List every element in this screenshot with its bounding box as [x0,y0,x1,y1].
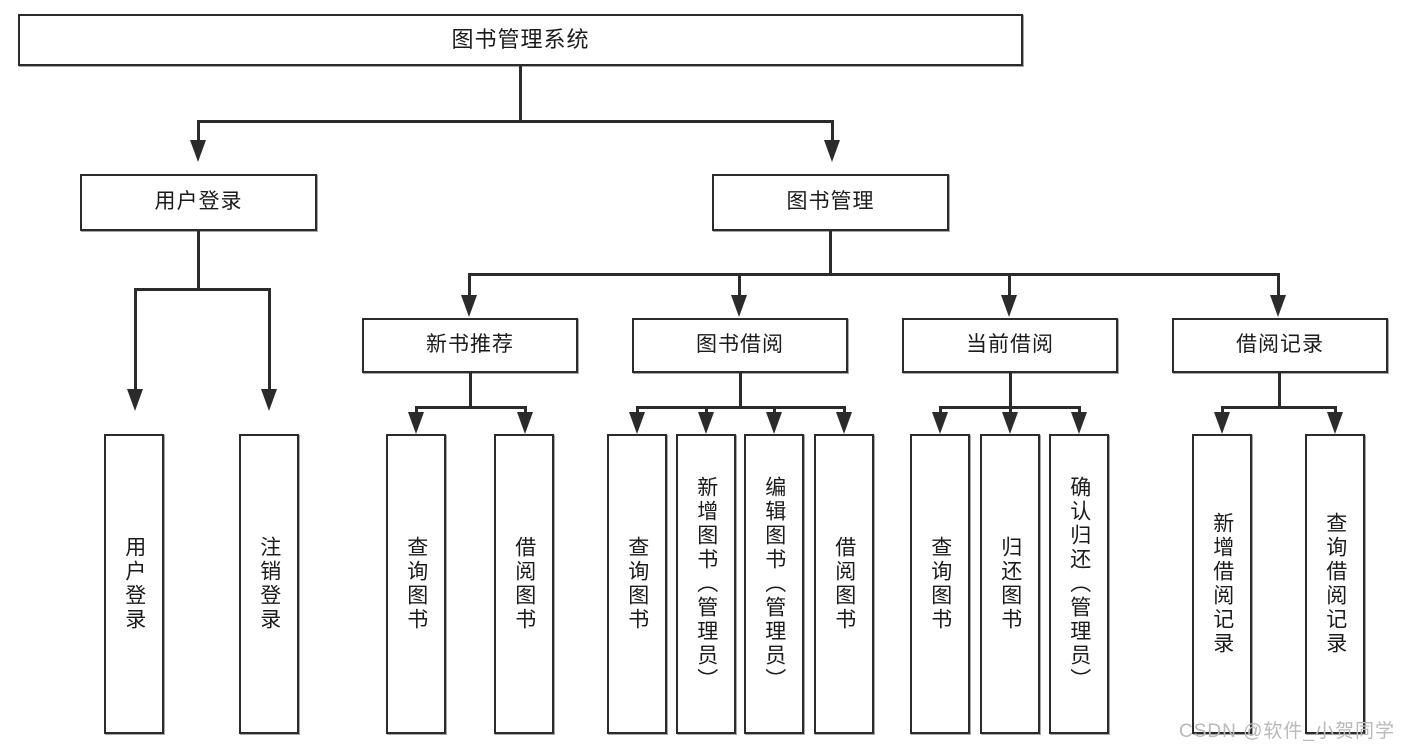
arrowhead-to-current-borrow [1001,295,1017,317]
leaf-current-query[interactable]: 查询图书 [910,434,970,734]
leaf-borrow-add-book[interactable]: 新增图书（管理员） [676,434,736,734]
leaf-borrow-edit-book-label: 编辑图书（管理员） [762,476,786,692]
connector-root-drop-1 [197,120,200,142]
connector-book-manage-drop-1 [468,273,471,297]
node-new-book-recommend-label: 新书推荐 [426,333,514,357]
leaf-new-book-query[interactable]: 查询图书 [386,434,446,734]
leaf-record-query[interactable]: 查询借阅记录 [1305,434,1365,734]
node-user-login-label: 用户登录 [154,190,243,214]
arrowhead-book-borrow-leaf-1 [629,412,645,434]
arrowhead-book-borrow-leaf-3 [766,412,782,434]
leaf-user-login[interactable]: 用户登录 [104,434,164,734]
connector-book-manage-stem [829,231,832,275]
leaf-current-query-label: 查询图书 [928,536,952,632]
leaf-record-add-label: 新增借阅记录 [1210,512,1234,656]
connector-current-borrow-stem [1009,373,1012,409]
connector-user-login-drop-2 [268,288,271,391]
node-user-login[interactable]: 用户登录 [80,174,317,231]
arrowhead-borrow-record-leaf-1 [1214,412,1230,434]
arrowhead-to-leaf-logout [261,389,277,411]
node-book-manage[interactable]: 图书管理 [712,174,949,231]
leaf-borrow-query-label: 查询图书 [625,536,649,632]
connector-borrow-record-bus [1221,406,1337,409]
leaf-user-login-label: 用户登录 [122,536,146,632]
leaf-new-book-query-label: 查询图书 [404,536,428,632]
leaf-logout-label: 注销登录 [257,536,281,632]
arrowhead-current-borrow-leaf-1 [932,412,948,434]
node-new-book-recommend[interactable]: 新书推荐 [362,318,578,373]
arrowhead-new-book-leaf-1 [408,412,424,434]
leaf-record-query-label: 查询借阅记录 [1323,512,1347,656]
arrowhead-current-borrow-leaf-3 [1071,412,1087,434]
arrowhead-new-book-leaf-2 [517,412,533,434]
connector-borrow-record-stem [1278,373,1281,409]
leaf-borrow-book-label: 借阅图书 [832,536,856,632]
arrowhead-to-new-book-recommend [461,295,477,317]
connector-user-login-stem [197,231,200,290]
arrowhead-borrow-record-leaf-2 [1327,412,1343,434]
connector-book-manage-bus [468,273,1280,276]
leaf-current-confirm-return[interactable]: 确认归还（管理员） [1049,434,1109,734]
node-root-label: 图书管理系统 [451,27,590,53]
connector-book-borrow-stem [739,373,742,409]
arrowhead-to-borrow-record [1270,295,1286,317]
connector-new-book-bus [415,406,527,409]
leaf-current-return[interactable]: 归还图书 [980,434,1040,734]
connector-new-book-stem [469,373,472,409]
node-current-borrow[interactable]: 当前借阅 [902,318,1118,373]
leaf-new-book-borrow-label: 借阅图书 [512,536,536,632]
leaf-borrow-add-book-label: 新增图书（管理员） [694,476,718,692]
leaf-record-add[interactable]: 新增借阅记录 [1192,434,1252,734]
connector-book-manage-drop-4 [1277,273,1280,297]
node-current-borrow-label: 当前借阅 [966,333,1054,357]
connector-book-manage-drop-2 [738,273,741,297]
leaf-current-confirm-return-label: 确认归还（管理员） [1067,476,1091,692]
arrowhead-to-leaf-user-login [127,389,143,411]
leaf-borrow-edit-book[interactable]: 编辑图书（管理员） [744,434,804,734]
connector-book-manage-drop-3 [1008,273,1011,297]
arrowhead-current-borrow-leaf-2 [1002,412,1018,434]
arrowhead-book-borrow-leaf-2 [698,412,714,434]
arrowhead-to-book-borrow [731,295,747,317]
connector-root-bus [197,120,834,123]
leaf-borrow-query[interactable]: 查询图书 [607,434,667,734]
arrowhead-book-borrow-leaf-4 [836,412,852,434]
node-book-borrow[interactable]: 图书借阅 [632,318,848,373]
leaf-logout[interactable]: 注销登录 [239,434,299,734]
connector-user-login-bus [134,288,271,291]
leaf-borrow-book[interactable]: 借阅图书 [814,434,874,734]
arrowhead-root-to-book-manage [824,140,840,162]
leaf-current-return-label: 归还图书 [998,536,1022,632]
connector-book-borrow-bus [636,406,846,409]
node-book-borrow-label: 图书借阅 [696,333,784,357]
connector-root-stem [519,66,522,122]
leaf-new-book-borrow[interactable]: 借阅图书 [494,434,554,734]
connector-root-drop-2 [831,120,834,142]
node-borrow-record[interactable]: 借阅记录 [1172,318,1388,373]
connector-user-login-drop-1 [134,288,137,391]
node-book-manage-label: 图书管理 [786,190,875,214]
node-root[interactable]: 图书管理系统 [18,14,1023,66]
arrowhead-root-to-user-login [190,140,206,162]
node-borrow-record-label: 借阅记录 [1236,333,1324,357]
